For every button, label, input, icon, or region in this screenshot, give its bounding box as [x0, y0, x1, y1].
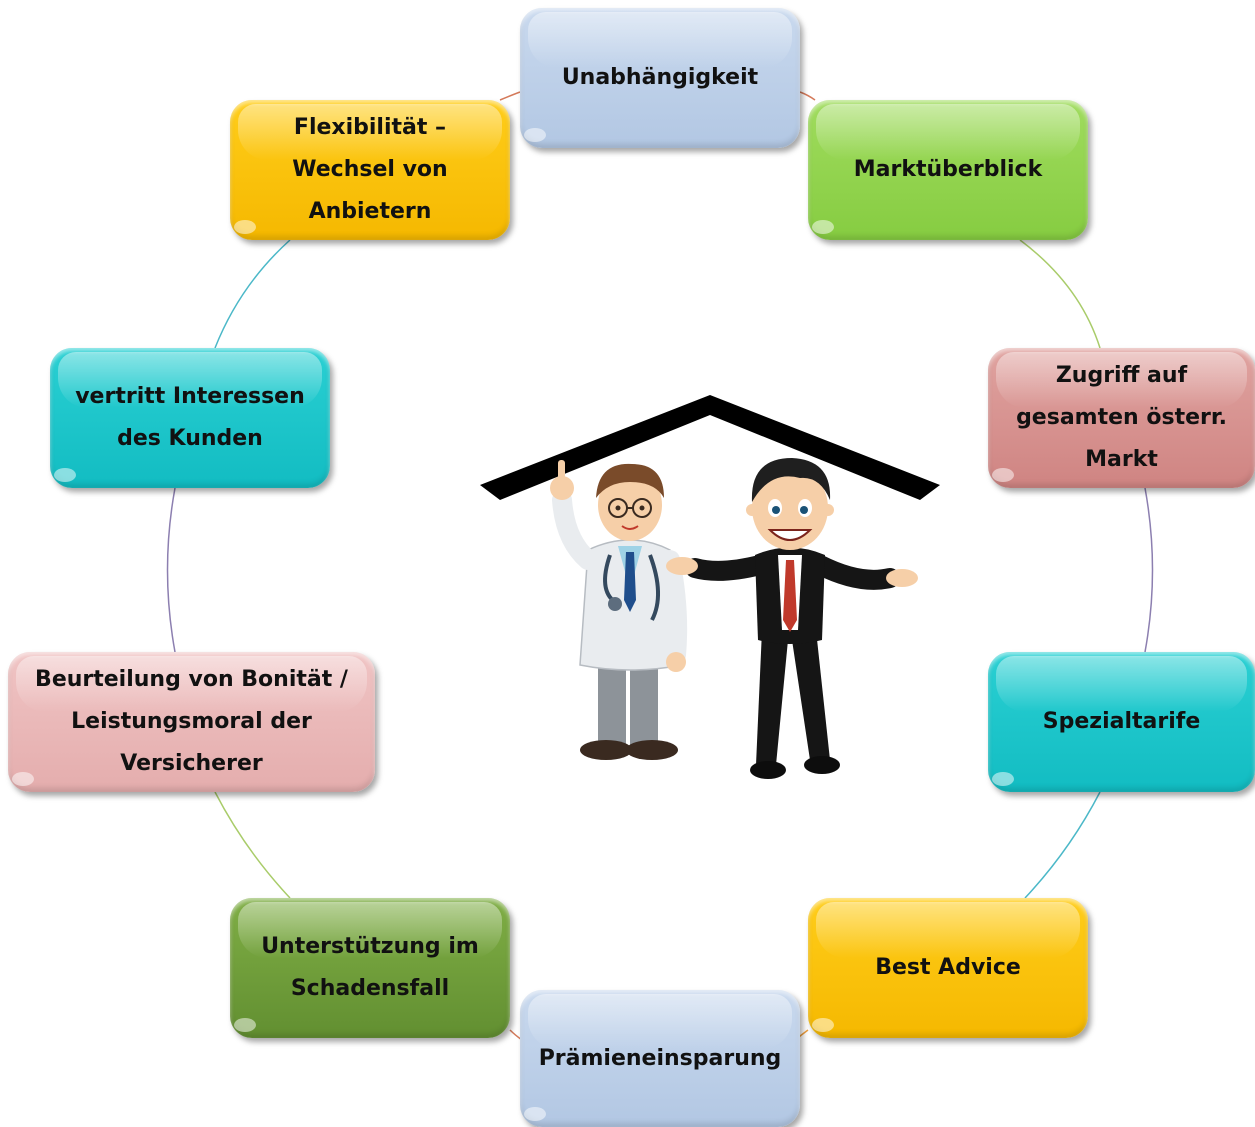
box-marktueberblick-label: Marktüberblick	[853, 157, 1043, 182]
box-spezialtarife-label: Spezialtarife	[1042, 709, 1201, 734]
doctor-figure	[550, 460, 688, 760]
box-vertritt-interessen-label: vertritt Interessen des Kunden	[75, 384, 305, 451]
ring-arc-right-upper	[1019, 239, 1101, 349]
box-spezialtarife: Spezialtarife	[988, 652, 1255, 792]
ring-arc-right-lower	[1024, 791, 1101, 899]
box-zugriff: Zugriff auf gesamten österr. Markt	[988, 348, 1255, 488]
ring-arc-top-left	[499, 91, 521, 101]
box-praemieneinsparung-label: Prämieneinsparung	[538, 1045, 782, 1071]
box-zugriff-label: Zugriff auf gesamten österr. Markt	[1016, 363, 1227, 472]
central-illustration	[480, 395, 940, 779]
box-flexibilitaet: Flexibilität – Wechsel von Anbietern	[230, 100, 510, 240]
box-unabhaengigkeit: Unabhängigkeit	[520, 8, 800, 148]
roof-icon	[480, 395, 940, 500]
ring-arc-left-mid	[166, 487, 176, 653]
box-unterstuetzung: Unterstützung im Schadensfall	[230, 898, 510, 1038]
box-unterstuetzung-label: Unterstützung im Schadensfall	[261, 934, 479, 1001]
ring-arc-top-right	[799, 91, 816, 101]
box-vertritt-interessen: vertritt Interessen des Kunden	[50, 348, 330, 488]
box-unabhaengigkeit-label: Unabhängigkeit	[561, 65, 759, 90]
ring-arc-left-upper	[214, 239, 291, 349]
businessman-figure	[666, 458, 918, 779]
box-flexibilitaet-label: Flexibilität – Wechsel von Anbietern	[292, 115, 448, 224]
ring-arc-right-mid	[1144, 487, 1154, 653]
box-best-advice-label: Best Advice	[875, 955, 1021, 980]
box-beurteilung-label: Beurteilung von Bonität / Leistungsmoral…	[35, 667, 348, 776]
box-best-advice: Best Advice	[808, 898, 1088, 1038]
box-praemieneinsparung: Prämieneinsparung	[520, 990, 800, 1127]
box-beurteilung: Beurteilung von Bonität / Leistungsmoral…	[8, 652, 375, 792]
box-marktueberblick: Marktüberblick	[808, 100, 1088, 240]
ring-arc-left-lower	[214, 791, 291, 899]
